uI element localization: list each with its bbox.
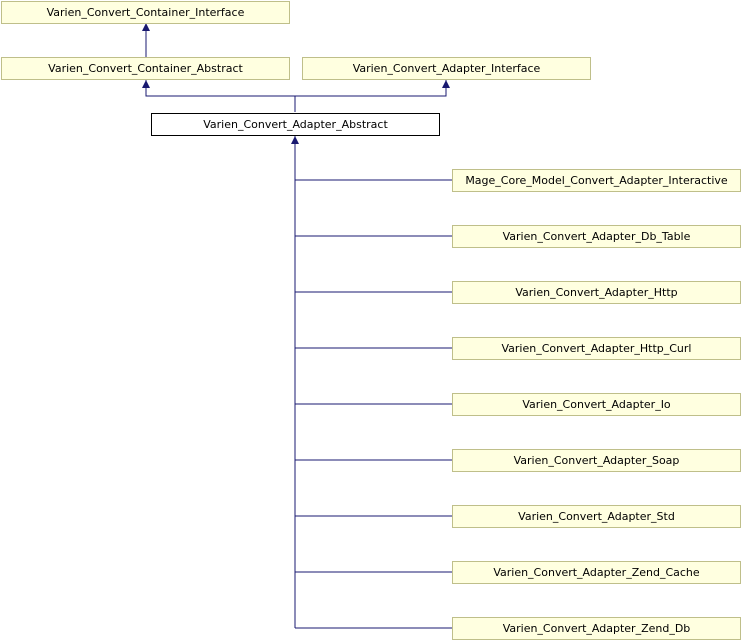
node-container-interface[interactable]: Varien_Convert_Container_Interface — [1, 1, 290, 24]
node-child-http-curl[interactable]: Varien_Convert_Adapter_Http_Curl — [452, 337, 741, 360]
node-adapter-interface[interactable]: Varien_Convert_Adapter_Interface — [302, 57, 591, 80]
node-child-interactive[interactable]: Mage_Core_Model_Convert_Adapter_Interact… — [452, 169, 741, 192]
node-container-abstract[interactable]: Varien_Convert_Container_Abstract — [1, 57, 290, 80]
edge-adapter-abstract-to-adapter-interface — [295, 80, 450, 97]
node-child-zend-cache[interactable]: Varien_Convert_Adapter_Zend_Cache — [452, 561, 741, 584]
node-child-http[interactable]: Varien_Convert_Adapter_Http — [452, 281, 741, 304]
node-child-zend-db[interactable]: Varien_Convert_Adapter_Zend_Db — [452, 617, 741, 640]
node-child-soap[interactable]: Varien_Convert_Adapter_Soap — [452, 449, 741, 472]
node-child-db-table[interactable]: Varien_Convert_Adapter_Db_Table — [452, 225, 741, 248]
node-adapter-abstract: Varien_Convert_Adapter_Abstract — [151, 113, 440, 136]
node-child-std[interactable]: Varien_Convert_Adapter_Std — [452, 505, 741, 528]
node-child-io[interactable]: Varien_Convert_Adapter_Io — [452, 393, 741, 416]
edge-adapter-abstract-to-container-abstract — [142, 80, 296, 112]
